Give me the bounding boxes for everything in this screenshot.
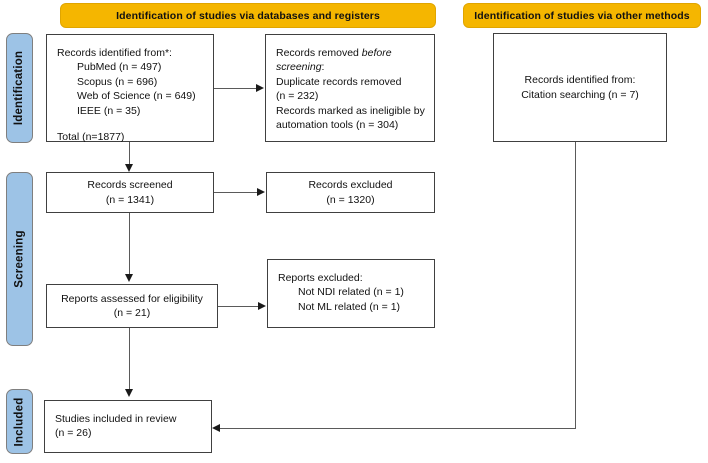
box-citation-searching: Records identified from: Citation search… [493,33,667,142]
box-reports-assessed: Reports assessed for eligibility (n = 21… [46,284,218,328]
box-records-screened: Records screened (n = 1341) [46,172,214,213]
connector-citation-left [220,428,576,429]
records-excluded-line2: (n = 1320) [326,193,375,206]
arrowhead-citation-to-included [212,423,220,432]
records-removed-line2: screening: [276,60,428,74]
reports-excluded-reason-0: Not NDI related (n = 1) [298,286,404,299]
studies-included-line1: Studies included in review [55,413,177,425]
records-identified-source-0: PubMed (n = 497) [77,61,162,74]
citation-searching-line1: Records identified from: [524,74,636,87]
records-identified-source-2: Web of Science (n = 649) [77,90,196,103]
box-records-removed: Records removed before screening: Duplic… [265,34,435,142]
records-identified-total: Total (n=1877) [57,131,125,144]
stage-identification: Identification [6,33,33,143]
spacer [57,118,207,130]
records-screened-line2: (n = 1341) [105,193,155,206]
records-excluded-line1: Records excluded [308,179,393,192]
records-removed-line1: Records removed before [276,46,428,60]
reports-assessed-line1: Reports assessed for eligibility [61,292,203,305]
arrowhead-screened-to-excluded [257,187,265,196]
section-header-databases: Identification of studies via databases … [60,3,436,28]
records-identified-source-1: Scopus (n = 696) [77,75,158,88]
arrowhead-assessed-to-reports-excluded [258,301,266,310]
connector-citation-down [575,142,576,429]
records-removed-line4: (n = 232) [276,90,319,103]
records-identified-title: Records identified from*: [57,47,172,59]
studies-included-line2: (n = 26) [55,427,92,440]
stage-included: Included [6,389,33,454]
records-identified-source-3: IEEE (n = 35) [77,104,141,117]
arrowhead-screened-to-assessed [124,274,133,282]
connector-identified-to-screened [129,142,130,166]
section-header-other-methods: Identification of studies via other meth… [463,3,701,28]
connector-screened-to-excluded [214,192,259,193]
records-removed-line2-emphasis: screening [276,61,322,74]
box-studies-included: Studies included in review (n = 26) [44,400,212,453]
stage-screening: Screening [6,172,33,346]
arrowhead-identified-to-screened [124,164,133,172]
box-reports-excluded: Reports excluded: Not NDI related (n = 1… [267,259,435,328]
records-screened-line1: Records screened [87,179,173,192]
connector-assessed-to-reports-excluded [218,306,260,307]
records-removed-line1-text: Records removed [276,47,362,59]
records-removed-line2-colon: : [321,61,325,74]
stage-included-label: Included [13,397,26,446]
box-records-excluded: Records excluded (n = 1320) [266,172,435,213]
section-header-other-methods-label: Identification of studies via other meth… [474,9,690,22]
arrowhead-assessed-to-included [124,389,133,397]
arrowhead-identified-to-removed [256,83,264,92]
stage-screening-label: Screening [13,230,26,288]
reports-excluded-title: Reports excluded: [278,272,363,284]
reports-excluded-reason-1: Not ML related (n = 1) [298,300,401,313]
stage-identification-label: Identification [13,50,26,126]
box-records-identified: Records identified from*: PubMed (n = 49… [46,34,214,144]
records-removed-line6: automation tools (n = 304) [276,119,399,132]
records-removed-line5: Records marked as ineligible by [276,104,425,117]
connector-identified-to-removed [214,88,258,89]
citation-searching-line2: Citation searching (n = 7) [521,88,639,101]
reports-assessed-line2: (n = 21) [113,307,151,319]
connector-screened-to-assessed [129,213,130,275]
connector-assessed-to-included [129,328,130,390]
records-removed-line3: Duplicate records removed [276,75,402,88]
records-removed-line1-emphasis: before [361,47,392,59]
section-header-databases-label: Identification of studies via databases … [116,9,380,22]
